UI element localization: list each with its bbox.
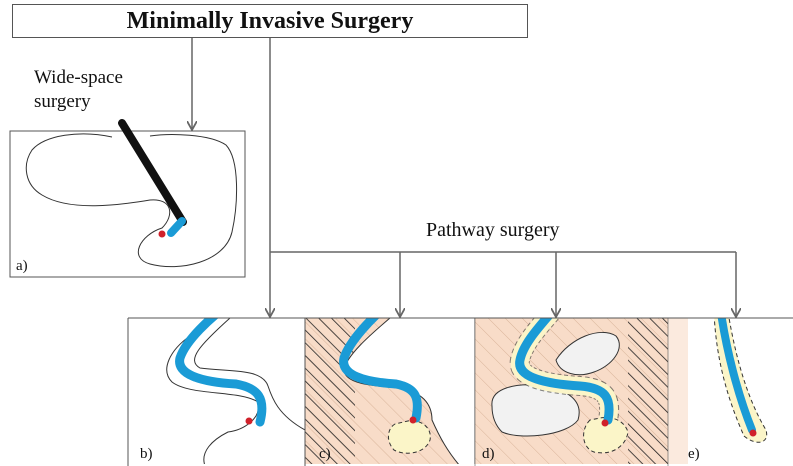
panel-c: c) <box>305 304 475 466</box>
panel-label-d: d) <box>482 446 495 462</box>
panel-label-b: b) <box>140 446 153 462</box>
panel-label-c: c) <box>319 446 331 462</box>
panel-label-e: e) <box>688 446 700 462</box>
panel-b: b) <box>128 304 305 466</box>
panel-e: e) <box>668 306 793 466</box>
tip-point <box>602 420 609 427</box>
panel-a: a) <box>10 123 245 277</box>
panel-d: d) <box>475 302 668 466</box>
target-point <box>159 231 166 238</box>
tip-point <box>246 418 253 425</box>
connector-lines <box>192 38 736 316</box>
tip-point <box>410 417 417 424</box>
panel-label-a: a) <box>16 258 28 274</box>
tip-point <box>750 430 757 437</box>
